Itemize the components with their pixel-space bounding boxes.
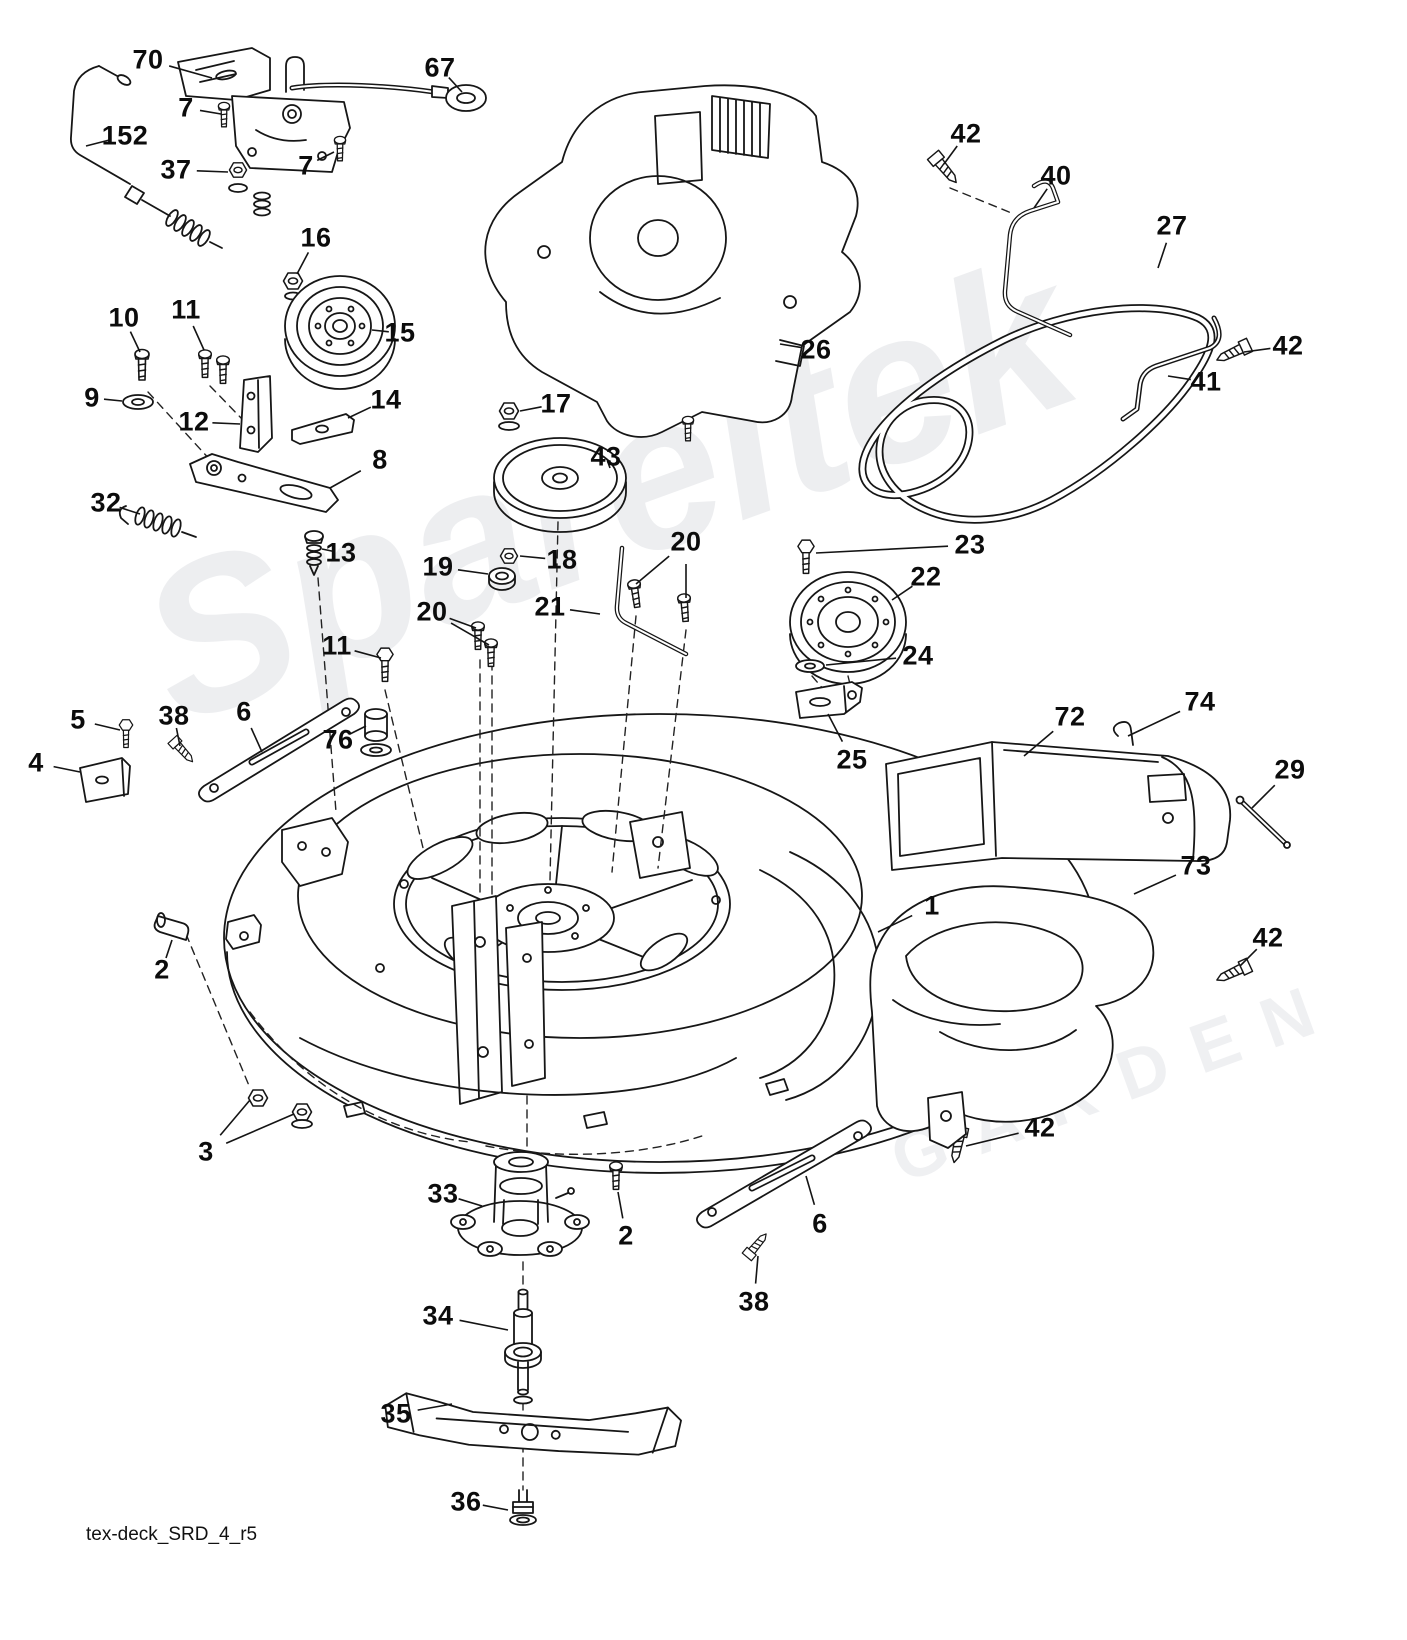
discharge-chute-lower — [869, 885, 1155, 1149]
brake-rod-and-screws — [376, 545, 693, 683]
flat-idler-pulley — [488, 402, 627, 591]
clutch-idler-pulley — [789, 539, 907, 719]
idler-arm-hardware — [118, 348, 355, 576]
belt-guide — [1002, 179, 1222, 422]
deck-brackets-hardware — [79, 697, 872, 1262]
deck-shell — [223, 713, 1097, 1174]
drawing-code: tex-deck_SRD_4_r5 — [86, 1524, 258, 1545]
idler-pulley — [282, 272, 396, 390]
clutch-cable-linkage — [70, 47, 487, 249]
mandrel-cover — [484, 84, 861, 442]
spindle-assembly — [450, 1151, 590, 1405]
cutting-blade — [384, 1392, 682, 1526]
discharge-chute-upper — [885, 721, 1291, 871]
drive-belt — [858, 304, 1216, 524]
